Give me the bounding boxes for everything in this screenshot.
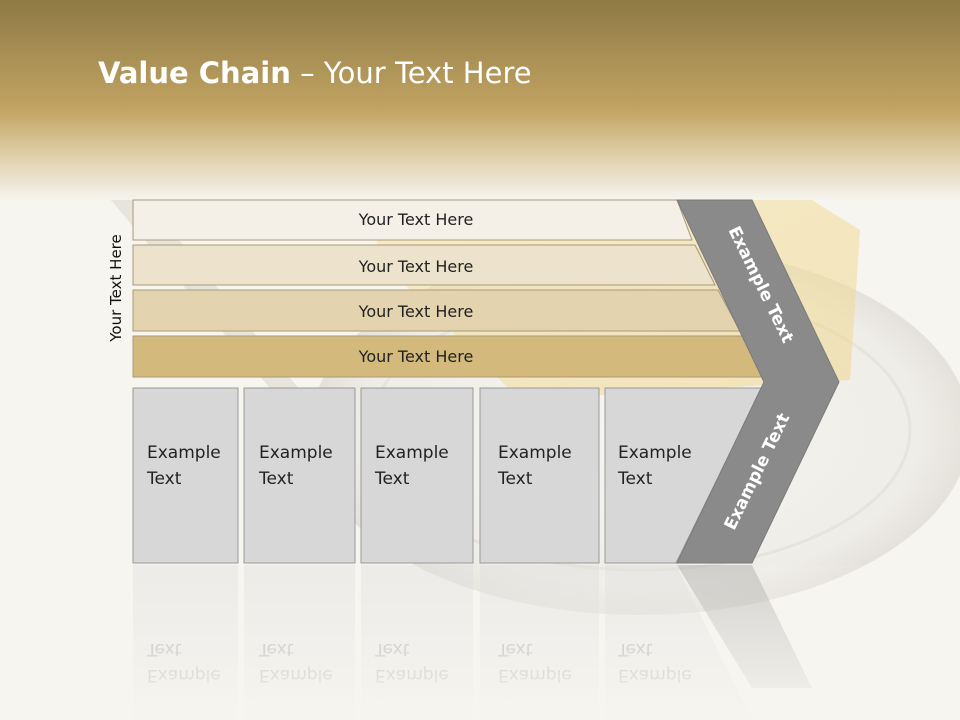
title-bold: Value Chain bbox=[98, 56, 291, 90]
reflection-fade bbox=[120, 565, 860, 720]
box-1: Example Text bbox=[132, 387, 239, 564]
box-2-shape bbox=[243, 387, 356, 564]
bar-4-label: Your Text Here bbox=[358, 347, 474, 366]
box-3-line2: Text bbox=[374, 469, 410, 489]
box-2-line1: Example bbox=[259, 443, 333, 463]
box-3: Example Text bbox=[360, 387, 474, 564]
bar-1: Your Text Here bbox=[132, 199, 693, 241]
box-3-shape bbox=[360, 387, 474, 564]
box-3-line1: Example bbox=[375, 443, 449, 463]
bar-2-label: Your Text Here bbox=[358, 257, 474, 276]
title-rest: – Your Text Here bbox=[290, 56, 532, 90]
box-5: Example Text bbox=[604, 387, 763, 564]
chevron-shape bbox=[676, 199, 840, 564]
box-4-shape bbox=[479, 387, 600, 564]
box-2-line2: Text bbox=[258, 469, 294, 489]
box-4-line1: Example bbox=[498, 443, 572, 463]
box-1-line1: Example bbox=[147, 443, 221, 463]
bar-3: Your Text Here bbox=[132, 289, 741, 332]
box-5-line1: Example bbox=[618, 443, 692, 463]
box-4-line2: Text bbox=[497, 469, 533, 489]
bar-4: Your Text Here bbox=[132, 335, 765, 378]
bar-2-shape bbox=[132, 244, 716, 286]
page-title: Value Chain – Your Text Here bbox=[98, 56, 532, 90]
box-1-line2: Text bbox=[146, 469, 182, 489]
bar-2: Your Text Here bbox=[132, 244, 716, 286]
bar-1-shape bbox=[132, 199, 693, 241]
bar-1-label: Your Text Here bbox=[358, 210, 474, 229]
box-5-line2: Text bbox=[617, 469, 653, 489]
box-2: Example Text bbox=[243, 387, 356, 564]
box-1-shape bbox=[132, 387, 239, 564]
bar-3-label: Your Text Here bbox=[358, 302, 474, 321]
box-5-shape bbox=[604, 387, 763, 564]
box-4: Example Text bbox=[479, 387, 600, 564]
